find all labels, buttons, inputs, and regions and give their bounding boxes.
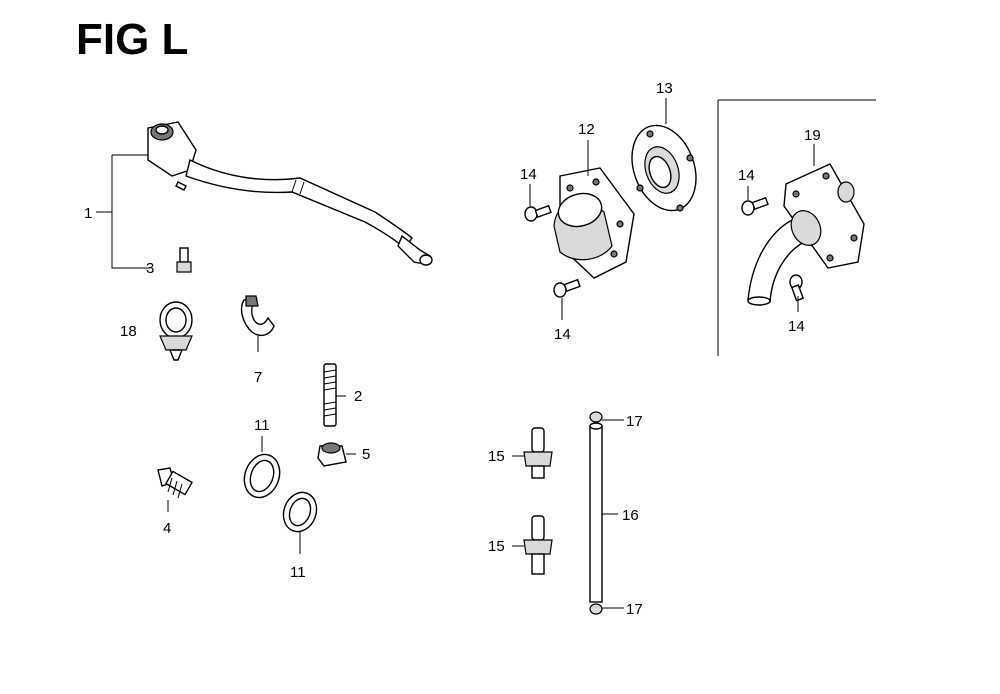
part-11-gasket-upper (243, 436, 281, 499)
callout-15-lower: 15 (488, 538, 505, 555)
part-15-fitting-upper (512, 427, 553, 479)
part-14-bolt-a (524, 184, 552, 222)
part-16-tube (589, 422, 618, 603)
callout-3: 3 (146, 260, 154, 277)
part-4-bolt (157, 467, 193, 512)
callout-14-d: 14 (788, 318, 805, 335)
callout-16: 16 (622, 507, 639, 524)
callout-7: 7 (254, 369, 262, 386)
part-2-stud-bolt (323, 363, 346, 427)
part-17-cap-lower (589, 603, 624, 615)
callout-17-upper: 17 (626, 413, 643, 430)
callout-12: 12 (578, 121, 595, 138)
callout-11-upper: 11 (254, 417, 270, 434)
part-14-bolt-b (553, 278, 581, 320)
callout-5: 5 (362, 446, 370, 463)
callout-15-upper: 15 (488, 448, 505, 465)
part-19-elbow-flange (747, 144, 865, 306)
part-14-bolt-c (741, 186, 769, 216)
part-14-bolt-d (789, 274, 805, 312)
part-7-clip (240, 295, 275, 352)
callout-14-c: 14 (738, 167, 755, 184)
callout-11-lower: 11 (290, 564, 306, 581)
callout-4: 4 (163, 520, 171, 537)
section-divider (717, 99, 876, 356)
callout-18: 18 (120, 323, 137, 340)
callout-14-a: 14 (520, 166, 537, 183)
callout-17-lower: 17 (626, 601, 643, 618)
figure-title: FIG L (76, 15, 189, 64)
part-5-nut (317, 442, 356, 467)
part-17-cap-upper (589, 411, 624, 423)
part-12-cover (553, 140, 635, 279)
callout-19: 19 (804, 127, 821, 144)
part-13-flange (631, 98, 697, 212)
part-18-clamp (159, 301, 193, 361)
callout-2: 2 (354, 388, 362, 405)
part-3-screw (176, 247, 192, 273)
part-15-fitting-lower (512, 515, 553, 575)
part-11-gasket-lower (282, 491, 318, 554)
callout-14-b: 14 (554, 326, 571, 343)
part-1-cable-assembly (96, 121, 433, 269)
callout-13: 13 (656, 80, 673, 97)
callout-1: 1 (84, 205, 92, 222)
